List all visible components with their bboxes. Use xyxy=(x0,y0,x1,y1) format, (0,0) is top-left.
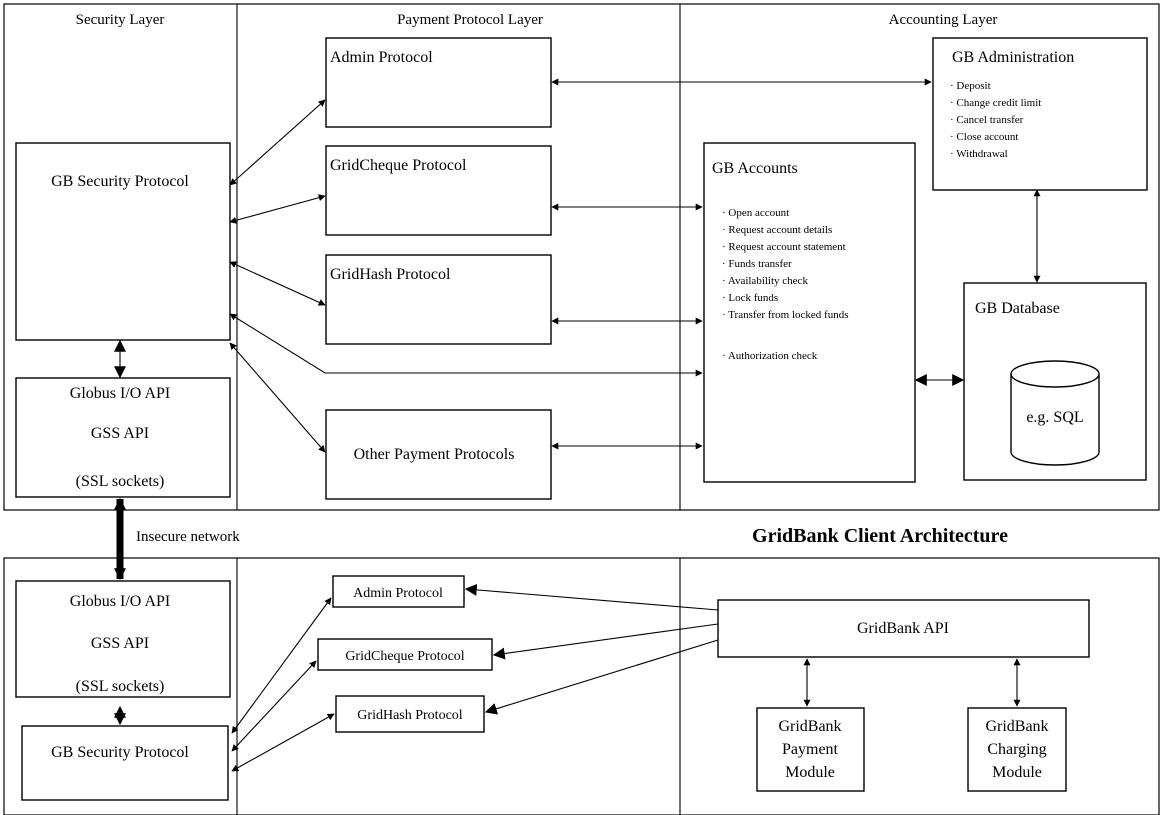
gb-accounts-list: · Open account · Request account details… xyxy=(722,207,848,362)
server-architecture: Security Layer Payment Protocol Layer Ac… xyxy=(3,3,1160,511)
arrow-security-gridcheque xyxy=(229,194,326,224)
client-gb-security-protocol-label: GB Security Protocol xyxy=(51,744,189,761)
other-payment-protocols-label: Other Payment Protocols xyxy=(354,446,515,463)
accounts-item: · Authorization check xyxy=(722,350,818,362)
accounts-item: · Lock funds xyxy=(722,292,778,304)
other-payment-protocols-box xyxy=(325,409,552,500)
client-connections xyxy=(231,583,1021,772)
ssl-sockets-label: (SSL sockets) xyxy=(76,473,165,490)
charging-module-line: Module xyxy=(992,764,1042,781)
client-gb-security-protocol-box xyxy=(21,725,229,801)
payment-module-line: Payment xyxy=(782,741,839,758)
administration-item: · Withdrawal xyxy=(950,148,1008,160)
gb-administration-box xyxy=(932,37,1148,191)
arrow-security-admin xyxy=(229,99,326,186)
accounts-item: · Availability check xyxy=(722,275,808,287)
gb-administration-title: GB Administration xyxy=(952,49,1074,66)
accounts-item: · Request account details xyxy=(722,224,832,236)
insecure-network-connection: Insecure network xyxy=(114,497,240,581)
charging-module-line: Charging xyxy=(987,741,1046,758)
client-gridhash-protocol-box xyxy=(335,695,485,733)
gb-administration-list: · Deposit · Change credit limit · Cancel… xyxy=(950,80,1041,160)
gb-security-protocol-box xyxy=(15,142,231,341)
gridbank-api-box xyxy=(717,599,1090,658)
gridcheque-protocol-label: GridCheque Protocol xyxy=(330,157,467,174)
admin-protocol-label: Admin Protocol xyxy=(330,49,433,66)
administration-item: · Deposit xyxy=(950,80,991,92)
gridbank-api-label: GridBank API xyxy=(857,620,949,637)
charging-module-line: GridBank xyxy=(985,718,1048,735)
payment-module-line: GridBank xyxy=(778,718,841,735)
client-globus-io-api-label: Globus I/O API xyxy=(70,593,170,610)
payment-layer-title: Payment Protocol Layer xyxy=(397,12,543,28)
accounts-item: · Funds transfer xyxy=(722,258,792,270)
administration-item: · Close account xyxy=(950,131,1018,143)
client-admin-protocol-label: Admin Protocol xyxy=(353,586,443,601)
insecure-network-label: Insecure network xyxy=(136,529,240,545)
gridcheque-protocol-box xyxy=(325,145,552,236)
client-gridcheque-protocol-box xyxy=(317,638,493,671)
database-cylinder-icon xyxy=(1010,360,1100,466)
arrow-client-security-admin xyxy=(231,597,332,734)
database-example-label: e.g. SQL xyxy=(1026,409,1083,426)
arrow-client-security-gridcheque xyxy=(231,660,317,752)
client-gridhash-protocol-label: GridHash Protocol xyxy=(357,708,462,723)
client-ssl-sockets-label: (SSL sockets) xyxy=(76,678,165,695)
payment-module-line: Module xyxy=(785,764,835,781)
arrow-api-gridcheque xyxy=(492,623,719,660)
arrow-client-security-gridhash xyxy=(231,713,335,772)
client-architecture-title: GridBank Client Architecture xyxy=(752,525,1008,547)
gss-api-label: GSS API xyxy=(91,425,149,442)
gb-accounts-title: GB Accounts xyxy=(712,160,798,177)
administration-item: · Change credit limit xyxy=(950,97,1041,109)
globus-io-api-label: Globus I/O API xyxy=(70,385,170,402)
arrow-api-admin xyxy=(464,583,719,611)
gb-security-protocol-label: GB Security Protocol xyxy=(51,173,189,190)
gridhash-protocol-label: GridHash Protocol xyxy=(330,266,451,283)
accounts-item: · Transfer from locked funds xyxy=(722,309,848,321)
client-gridcheque-protocol-label: GridCheque Protocol xyxy=(345,649,464,664)
accounts-item: · Request account statement xyxy=(722,241,846,253)
client-frame xyxy=(3,557,1160,815)
arrow-security-gridhash xyxy=(229,261,326,306)
client-admin-protocol-box xyxy=(332,575,465,608)
client-gss-api-label: GSS API xyxy=(91,635,149,652)
administration-item: · Cancel transfer xyxy=(950,114,1024,126)
gb-accounts-box xyxy=(703,142,916,483)
security-layer-title: Security Layer xyxy=(76,12,165,28)
arrow-api-gridhash xyxy=(484,639,719,715)
gb-database-title: GB Database xyxy=(975,300,1060,317)
server-connections xyxy=(114,78,1041,453)
accounts-item: · Open account xyxy=(722,207,789,219)
arrow-security-other-protocols xyxy=(229,342,326,453)
gridbank-payment-module-box xyxy=(756,707,865,792)
client-globus-io-api-box xyxy=(15,580,231,698)
client-architecture: Globus I/O API GSS API (SSL sockets) GB … xyxy=(3,557,1160,815)
admin-protocol-box xyxy=(325,37,552,128)
server-frame xyxy=(3,3,1160,511)
gridbank-charging-module-box xyxy=(967,707,1067,792)
accounting-layer-title: Accounting Layer xyxy=(889,12,998,28)
